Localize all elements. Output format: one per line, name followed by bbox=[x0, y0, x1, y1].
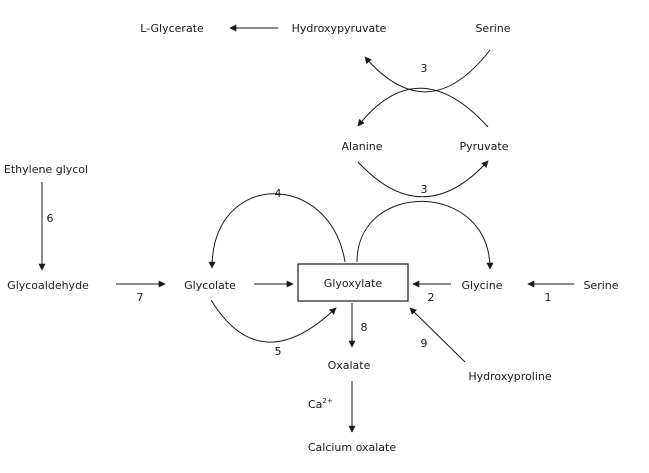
arrow-pyruvate-to-alanine bbox=[357, 87, 489, 128]
enzyme-label-8: 8 bbox=[361, 321, 368, 334]
label-calcium-ion: Ca2+ bbox=[308, 397, 333, 411]
label-glycolate: Glycolate bbox=[184, 279, 236, 292]
enzyme-label-4: 4 bbox=[275, 187, 282, 200]
label-calcium-oxalate: Calcium oxalate bbox=[308, 441, 397, 454]
enzyme-label-3-middle: 3 bbox=[421, 183, 428, 196]
glyoxylate-box bbox=[297, 263, 409, 302]
arrow-serine-to-hydroxypyruvate bbox=[364, 49, 491, 93]
label-serine-right: Serine bbox=[583, 279, 618, 292]
calcium-symbol: Ca bbox=[308, 398, 322, 411]
enzyme-label-3-top: 3 bbox=[421, 62, 428, 75]
label-glycine: Glycine bbox=[462, 279, 503, 292]
label-hydroxyproline: Hydroxyproline bbox=[468, 370, 552, 383]
arrow-glycolate-to-glyoxylate-curved bbox=[210, 299, 337, 343]
enzyme-label-7: 7 bbox=[137, 291, 144, 304]
label-l-glycerate: L-Glycerate bbox=[140, 22, 204, 35]
arrow-alanine-to-pyruvate bbox=[357, 160, 489, 198]
enzyme-label-9: 9 bbox=[421, 337, 428, 350]
label-ethylene-glycol: Ethylene glycol bbox=[4, 163, 88, 176]
label-oxalate: Oxalate bbox=[328, 359, 371, 372]
arrow-glyoxylate-to-glycine bbox=[356, 200, 494, 270]
label-glycoaldehyde: Glycoaldehyde bbox=[7, 279, 89, 292]
label-glyoxylate: Glyoxylate bbox=[324, 277, 383, 290]
enzyme-label-5: 5 bbox=[275, 345, 282, 358]
arrow-hydroxyproline-to-glyoxylate bbox=[409, 307, 466, 363]
label-hydroxypyruvate: Hydroxypyruvate bbox=[292, 22, 387, 35]
enzyme-label-2: 2 bbox=[428, 291, 435, 304]
arrow-glyoxylate-to-glycolate bbox=[208, 193, 346, 269]
enzyme-label-6: 6 bbox=[47, 212, 54, 225]
label-pyruvate: Pyruvate bbox=[460, 140, 509, 153]
label-alanine: Alanine bbox=[341, 140, 382, 153]
enzyme-label-1: 1 bbox=[545, 291, 552, 304]
calcium-charge: 2+ bbox=[322, 397, 332, 405]
label-serine-top: Serine bbox=[475, 22, 510, 35]
